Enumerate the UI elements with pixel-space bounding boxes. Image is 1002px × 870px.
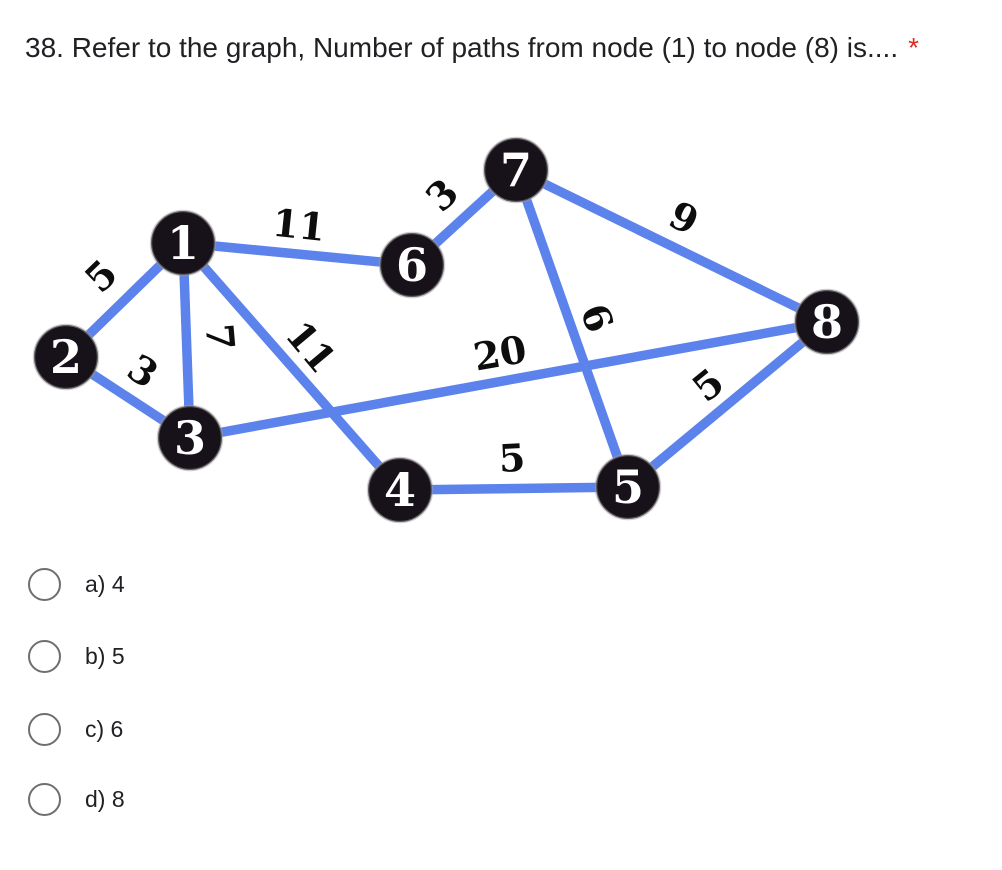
graph-node-5 (594, 453, 662, 521)
graph-node-label-7: 7 (500, 143, 532, 197)
graph-node-label-2: 2 (50, 330, 82, 384)
required-asterisk: * (908, 32, 920, 63)
radio-button-d[interactable] (28, 782, 61, 816)
option-row-a[interactable]: a) 4 (28, 566, 125, 602)
graph-edge-5-8 (623, 317, 832, 492)
graph-node-1 (149, 209, 217, 277)
option-row-d[interactable]: d) 8 (28, 781, 125, 817)
option-label-c[interactable]: c) 6 (85, 715, 124, 742)
question-title-text: 38. Refer to the graph, Number of paths … (25, 32, 899, 63)
edge-weight-label-1-6: 11 (270, 200, 327, 250)
graph-edge-7-8 (511, 165, 832, 327)
question-title: 38. Refer to the graph, Number of paths … (25, 31, 985, 64)
graph-node-6 (378, 231, 446, 299)
graph-edge-1-4 (178, 238, 405, 495)
radio-button-a[interactable] (28, 567, 61, 601)
graph-node-label-8: 8 (811, 295, 843, 349)
graph-edge-4-5 (395, 482, 633, 495)
edge-weight-label-1-3: 7 (197, 322, 244, 352)
option-label-d[interactable]: d) 8 (85, 785, 125, 812)
option-label-a[interactable]: a) 4 (85, 570, 125, 597)
radio-button-c[interactable] (28, 712, 61, 746)
graph-node-8 (793, 288, 861, 356)
graph-edge-3-8 (185, 317, 832, 443)
option-row-c[interactable]: c) 6 (28, 711, 123, 747)
edge-weight-label-4-5: 5 (498, 435, 527, 481)
graph-node-label-4: 4 (384, 463, 416, 517)
graph-node-3 (156, 404, 224, 472)
graph-node-label-5: 5 (612, 460, 644, 514)
graph-node-7 (482, 136, 550, 204)
radio-button-b[interactable] (28, 639, 61, 673)
graph-node-label-6: 6 (396, 238, 428, 292)
graph-node-2 (32, 323, 100, 391)
graph-node-4 (366, 456, 434, 524)
option-label-b[interactable]: b) 5 (85, 642, 125, 669)
graph-edge-5-7 (511, 165, 633, 492)
graph-node-label-1: 1 (167, 216, 199, 270)
edge-weight-label-3-8: 20 (470, 326, 530, 380)
graph-node-label-3: 3 (174, 411, 206, 465)
graph-edge-1-6 (178, 238, 417, 270)
option-row-b[interactable]: b) 5 (28, 638, 125, 674)
